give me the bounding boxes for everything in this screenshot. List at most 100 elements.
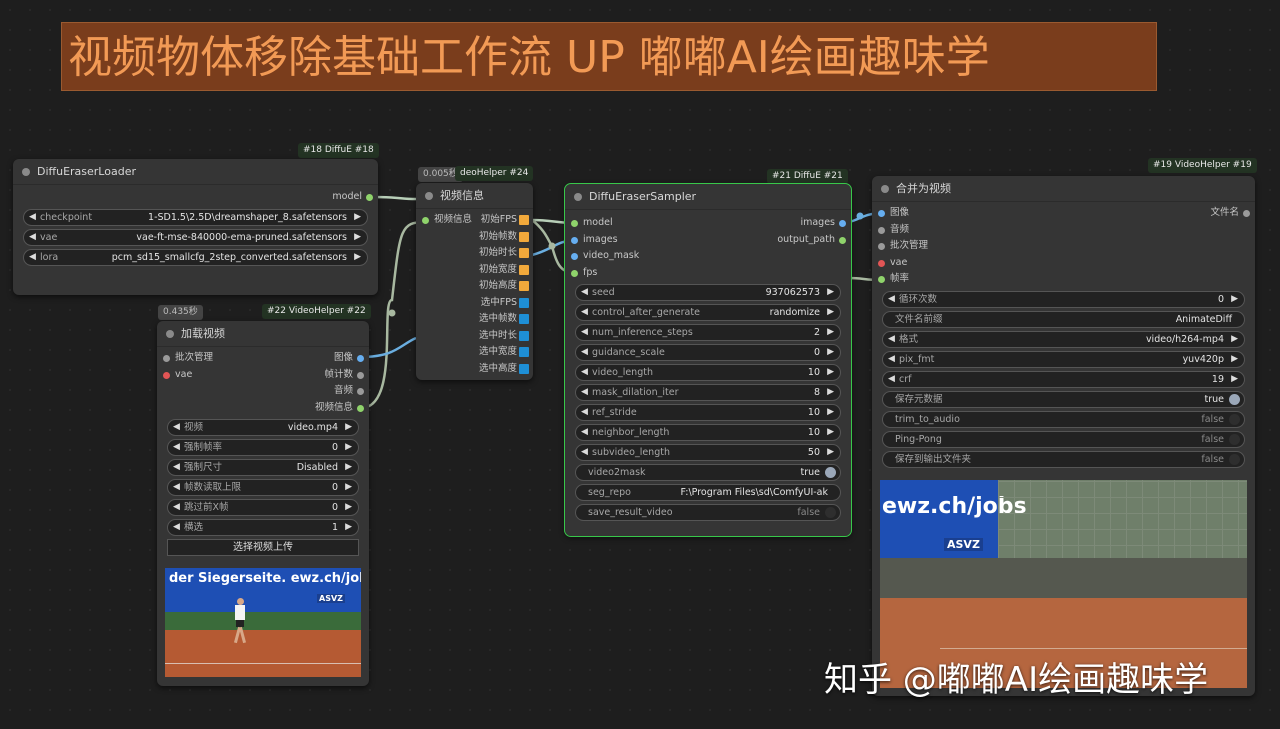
- arrow-right-icon[interactable]: ▶: [1231, 373, 1238, 384]
- toggle-off-icon[interactable]: [1229, 413, 1240, 425]
- io-row[interactable]: 初始帧数: [416, 229, 533, 246]
- force-size-combo[interactable]: ◀ 强制尺寸 Disabled ▶: [167, 459, 359, 476]
- arrow-left-icon[interactable]: ◀: [173, 522, 180, 532]
- arrow-right-icon[interactable]: ▶: [1231, 333, 1238, 344]
- arrow-left-icon[interactable]: ◀: [888, 373, 895, 384]
- arrow-right-icon[interactable]: ▶: [827, 287, 834, 297]
- toggle-on-icon[interactable]: [1229, 393, 1240, 405]
- vae-combo[interactable]: ◀ vae vae-ft-mse-840000-ema-pruned.safet…: [23, 228, 368, 246]
- output-slot-icon[interactable]: [519, 264, 529, 275]
- arrow-left-icon[interactable]: ◀: [581, 387, 588, 397]
- arrow-left-icon[interactable]: ◀: [581, 367, 588, 377]
- output-slot-icon[interactable]: [357, 371, 364, 379]
- arrow-right-icon[interactable]: ▶: [354, 251, 361, 262]
- arrow-left-icon[interactable]: ◀: [888, 293, 895, 304]
- pix-fmt-combo[interactable]: ◀ pix_fmt yuv420p ▶: [882, 350, 1245, 368]
- arrow-right-icon[interactable]: ▶: [1231, 293, 1238, 304]
- io-row[interactable]: fps: [565, 265, 851, 282]
- io-row[interactable]: 视频信息 初始FPS: [416, 212, 533, 229]
- toggle-off-icon[interactable]: [1229, 453, 1240, 465]
- arrow-left-icon[interactable]: ◀: [173, 482, 180, 492]
- input-slot-icon[interactable]: [571, 220, 578, 227]
- input-slot-icon[interactable]: [163, 371, 170, 379]
- toggle-on-icon[interactable]: [825, 467, 836, 478]
- input-slot-icon[interactable]: [878, 276, 885, 283]
- select-every-number[interactable]: ◀ 横选 1 ▶: [167, 519, 359, 536]
- collapse-dot-icon[interactable]: [881, 185, 889, 193]
- output-slot-icon[interactable]: [519, 215, 529, 225]
- output-slot-icon[interactable]: [519, 248, 529, 258]
- output-model[interactable]: model: [13, 189, 378, 206]
- output-slot-icon[interactable]: [519, 347, 529, 357]
- diffueraser-loader-node[interactable]: DiffuEraserLoader model ◀ checkpoint 1-S…: [13, 159, 378, 295]
- save-output-toggle[interactable]: 保存到输出文件夹 false: [882, 450, 1245, 468]
- upload-video-button[interactable]: 选择视频上传: [167, 539, 359, 556]
- node-title[interactable]: DiffuEraserSampler: [565, 184, 851, 210]
- frame-cap-number[interactable]: ◀ 帧数读取上限 0 ▶: [167, 479, 359, 496]
- node-title[interactable]: 加载视频: [157, 321, 369, 347]
- load-video-node[interactable]: 加载视频 批次管理 图像 vae 帧计数 音频 视频信息 ◀ 视频 video.…: [157, 321, 369, 686]
- guidance-scale-number[interactable]: ◀ guidance_scale 0 ▶: [575, 344, 841, 361]
- arrow-right-icon[interactable]: ▶: [345, 422, 352, 432]
- output-slot-icon[interactable]: [519, 330, 529, 341]
- output-slot-icon[interactable]: [519, 281, 529, 291]
- output-slot-icon[interactable]: [519, 314, 529, 324]
- output-slot-icon[interactable]: [519, 231, 529, 242]
- input-slot-icon[interactable]: [878, 210, 885, 217]
- video-combo[interactable]: ◀ 视频 video.mp4 ▶: [167, 419, 359, 436]
- io-row[interactable]: 音频: [157, 383, 369, 400]
- collapse-dot-icon[interactable]: [574, 193, 582, 201]
- input-slot-icon[interactable]: [422, 217, 429, 224]
- io-row[interactable]: 批次管理 图像: [157, 350, 369, 367]
- arrow-left-icon[interactable]: ◀: [581, 447, 588, 457]
- num-inference-steps-number[interactable]: ◀ num_inference_steps 2 ▶: [575, 324, 841, 341]
- input-slot-icon[interactable]: [571, 269, 578, 277]
- arrow-right-icon[interactable]: ▶: [345, 462, 352, 472]
- arrow-left-icon[interactable]: ◀: [581, 327, 588, 337]
- trim-to-audio-toggle[interactable]: trim_to_audio false: [882, 410, 1245, 428]
- arrow-right-icon[interactable]: ▶: [827, 347, 834, 357]
- arrow-left-icon[interactable]: ◀: [29, 211, 36, 222]
- arrow-right-icon[interactable]: ▶: [827, 327, 834, 337]
- neighbor-length-number[interactable]: ◀ neighbor_length 10 ▶: [575, 424, 841, 441]
- arrow-right-icon[interactable]: ▶: [827, 447, 834, 457]
- input-slot-icon[interactable]: [163, 355, 170, 362]
- video-combine-node[interactable]: 合并为视频 图像 文件名 音频 批次管理 vae 帧率 ◀ 循环次数 0 ▶ 文…: [872, 176, 1255, 696]
- arrow-left-icon[interactable]: ◀: [581, 347, 588, 357]
- io-row[interactable]: vae 帧计数: [157, 367, 369, 384]
- io-row[interactable]: 初始宽度: [416, 262, 533, 279]
- input-slot-icon[interactable]: [571, 236, 578, 244]
- io-row[interactable]: 音频: [872, 222, 1255, 239]
- output-slot-icon[interactable]: [357, 388, 364, 395]
- output-slot-icon[interactable]: [357, 404, 364, 412]
- arrow-right-icon[interactable]: ▶: [345, 482, 352, 492]
- mask-dilation-iter-number[interactable]: ◀ mask_dilation_iter 8 ▶: [575, 384, 841, 401]
- lora-combo[interactable]: ◀ lora pcm_sd15_smallcfg_2step_converted…: [23, 248, 368, 266]
- seg-repo-text[interactable]: seg_repo F:\Program Files\sd\ComfyUI-ak: [575, 484, 841, 501]
- io-row[interactable]: 图像 文件名: [872, 205, 1255, 222]
- arrow-left-icon[interactable]: ◀: [29, 251, 36, 262]
- loop-count-number[interactable]: ◀ 循环次数 0 ▶: [882, 290, 1245, 308]
- seed-number[interactable]: ◀ seed 937062573 ▶: [575, 284, 841, 301]
- arrow-left-icon[interactable]: ◀: [173, 442, 180, 452]
- arrow-left-icon[interactable]: ◀: [173, 422, 180, 432]
- collapse-dot-icon[interactable]: [22, 168, 30, 176]
- node-title[interactable]: DiffuEraserLoader: [13, 159, 378, 185]
- io-row[interactable]: model images: [565, 215, 851, 232]
- arrow-right-icon[interactable]: ▶: [345, 442, 352, 452]
- arrow-left-icon[interactable]: ◀: [581, 407, 588, 417]
- arrow-left-icon[interactable]: ◀: [581, 307, 588, 317]
- node-title[interactable]: 视频信息: [416, 183, 533, 209]
- toggle-off-icon[interactable]: [825, 507, 836, 518]
- checkpoint-combo[interactable]: ◀ checkpoint 1-SD1.5\2.5D\dreamshaper_8.…: [23, 208, 368, 226]
- arrow-right-icon[interactable]: ▶: [354, 231, 361, 242]
- control-after-generate-combo[interactable]: ◀ control_after_generate randomize ▶: [575, 304, 841, 321]
- diffueraser-sampler-node[interactable]: DiffuEraserSampler model images images o…: [564, 183, 852, 537]
- io-row[interactable]: 初始高度: [416, 278, 533, 295]
- arrow-right-icon[interactable]: ▶: [827, 387, 834, 397]
- force-rate-number[interactable]: ◀ 强制帧率 0 ▶: [167, 439, 359, 456]
- arrow-right-icon[interactable]: ▶: [827, 307, 834, 317]
- io-row[interactable]: 初始时长: [416, 245, 533, 262]
- skip-frames-number[interactable]: ◀ 跳过前X帧 0 ▶: [167, 499, 359, 516]
- video-info-node[interactable]: 视频信息 视频信息 初始FPS 初始帧数 初始时长 初始宽度 初始高度 选中FP…: [416, 183, 533, 380]
